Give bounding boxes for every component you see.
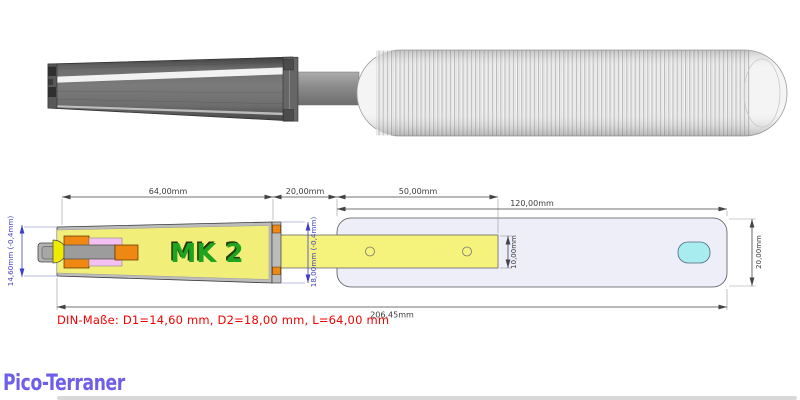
dimension-lines <box>57 194 755 310</box>
rod-hole-right <box>462 246 472 257</box>
taper-big-end-ring <box>282 56 299 122</box>
end-cap-orange-keys <box>272 224 281 275</box>
tang-notches-3d <box>48 66 56 97</box>
taper-seam-lines <box>47 61 294 105</box>
taper-shank-3d <box>47 56 294 122</box>
dimension-lines-blue <box>19 222 311 283</box>
tang-inner-2d <box>41 246 55 260</box>
ring-notch-tabs <box>283 58 294 121</box>
neck-3d <box>292 71 360 106</box>
extension-lines-blue <box>24 221 305 284</box>
dim-rod-height: 10,00mm <box>510 235 518 269</box>
hanging-slot-2d <box>677 241 711 264</box>
taper-end-cap-2d <box>271 221 282 284</box>
core-rod-orange-2d <box>114 244 139 261</box>
dim-handle-length: 120,00mm <box>510 199 554 208</box>
dim-d1: 14,60mm (-0,4mm) <box>6 216 15 287</box>
dim-d2: 18,00mm (-0,4mm) <box>309 217 318 288</box>
din-note: DIN-Maße: D1=14,60 mm, D2=18,00 mm, L=64… <box>57 313 390 327</box>
part-label-shadow: MK 2 <box>169 238 242 268</box>
dim-taper-length: 64,00mm <box>149 187 188 196</box>
3d-render-view <box>47 49 788 137</box>
dim-slot-length: 50,00mm <box>399 187 438 196</box>
rod-2d <box>279 234 499 269</box>
2d-drawing-view: MK 2 MK 2 64,00mm 20,00mm 50,00mm <box>6 187 763 320</box>
dim-total-length: 206,45mm <box>370 311 414 320</box>
brand-logo: Pico-Terraner <box>3 371 125 396</box>
taper-highlight-streak <box>48 67 293 83</box>
handle-end-dome <box>743 58 781 128</box>
dim-handle-height: 20,00mm <box>755 235 763 269</box>
part-label: MK 2 <box>170 239 243 269</box>
rod-hole-left <box>365 246 375 257</box>
extension-lines <box>56 199 756 310</box>
dim-neck-length: 20,00mm <box>286 187 325 196</box>
handle-shading <box>357 50 787 136</box>
bottom-bar <box>57 396 797 400</box>
taper-lower-streak <box>48 105 293 116</box>
core-rod-2d <box>63 244 116 260</box>
